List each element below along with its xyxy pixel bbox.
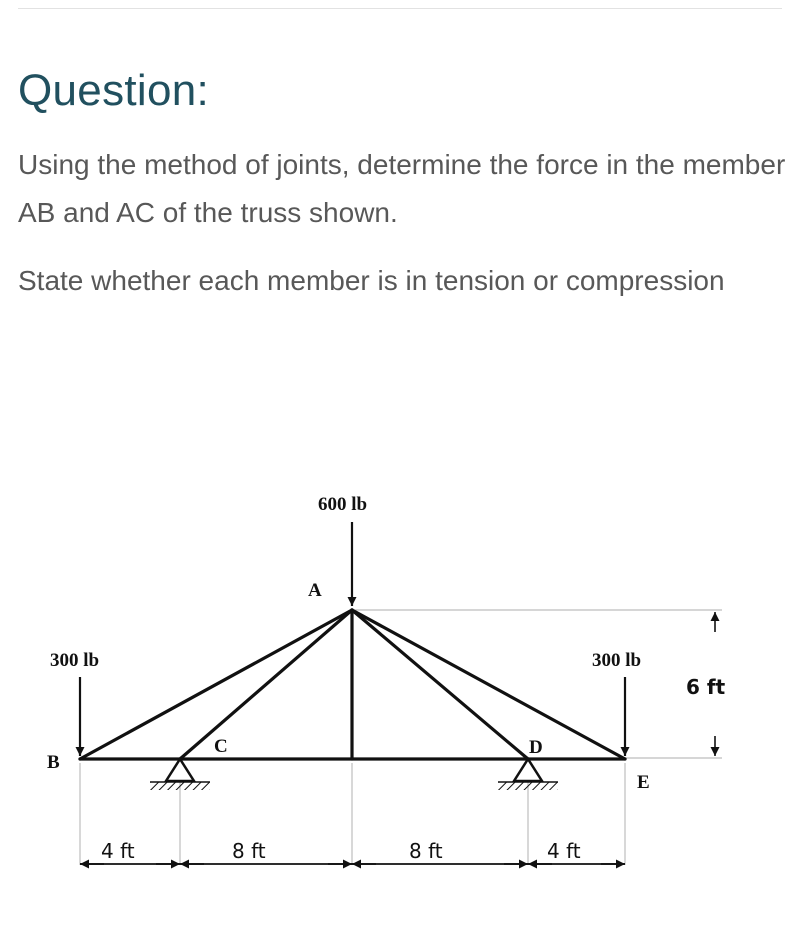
question-text: Using the method of joints, determine th… (18, 149, 786, 228)
pin-support-D (498, 756, 558, 790)
pin-support-C (150, 756, 210, 790)
joint-label-D: D (529, 737, 543, 758)
dimension-label-height: 6 ft (686, 675, 726, 699)
joint-label-B: B (47, 752, 60, 773)
dimension-extension-lines (79, 609, 722, 865)
load-label-right: 300 lb (592, 650, 641, 671)
truss-diagram: A B C D E 600 lb 300 lb 300 lb 4 ft 8 ft… (47, 494, 726, 869)
question-instruction: State whether each member is in tension … (18, 265, 725, 296)
dimension-label-BC: 4 ft (101, 839, 135, 863)
member-AD (350, 608, 530, 761)
dimension-label-DE: 4 ft (547, 839, 581, 863)
dimension-label-AD: 8 ft (409, 839, 443, 863)
joint-label-E: E (637, 772, 650, 793)
member-AE (350, 608, 627, 761)
question-heading: Question: (18, 66, 210, 115)
load-label-top: 600 lb (318, 494, 367, 515)
joint-label-A: A (308, 580, 322, 601)
member-AB (78, 608, 354, 761)
load-arrows (75, 522, 630, 756)
joint-label-C: C (214, 736, 228, 757)
top-divider (18, 8, 782, 9)
load-label-left: 300 lb (50, 650, 99, 671)
dimension-label-CA: 8 ft (232, 839, 266, 863)
truss-members (78, 608, 627, 761)
member-AC (178, 608, 354, 761)
